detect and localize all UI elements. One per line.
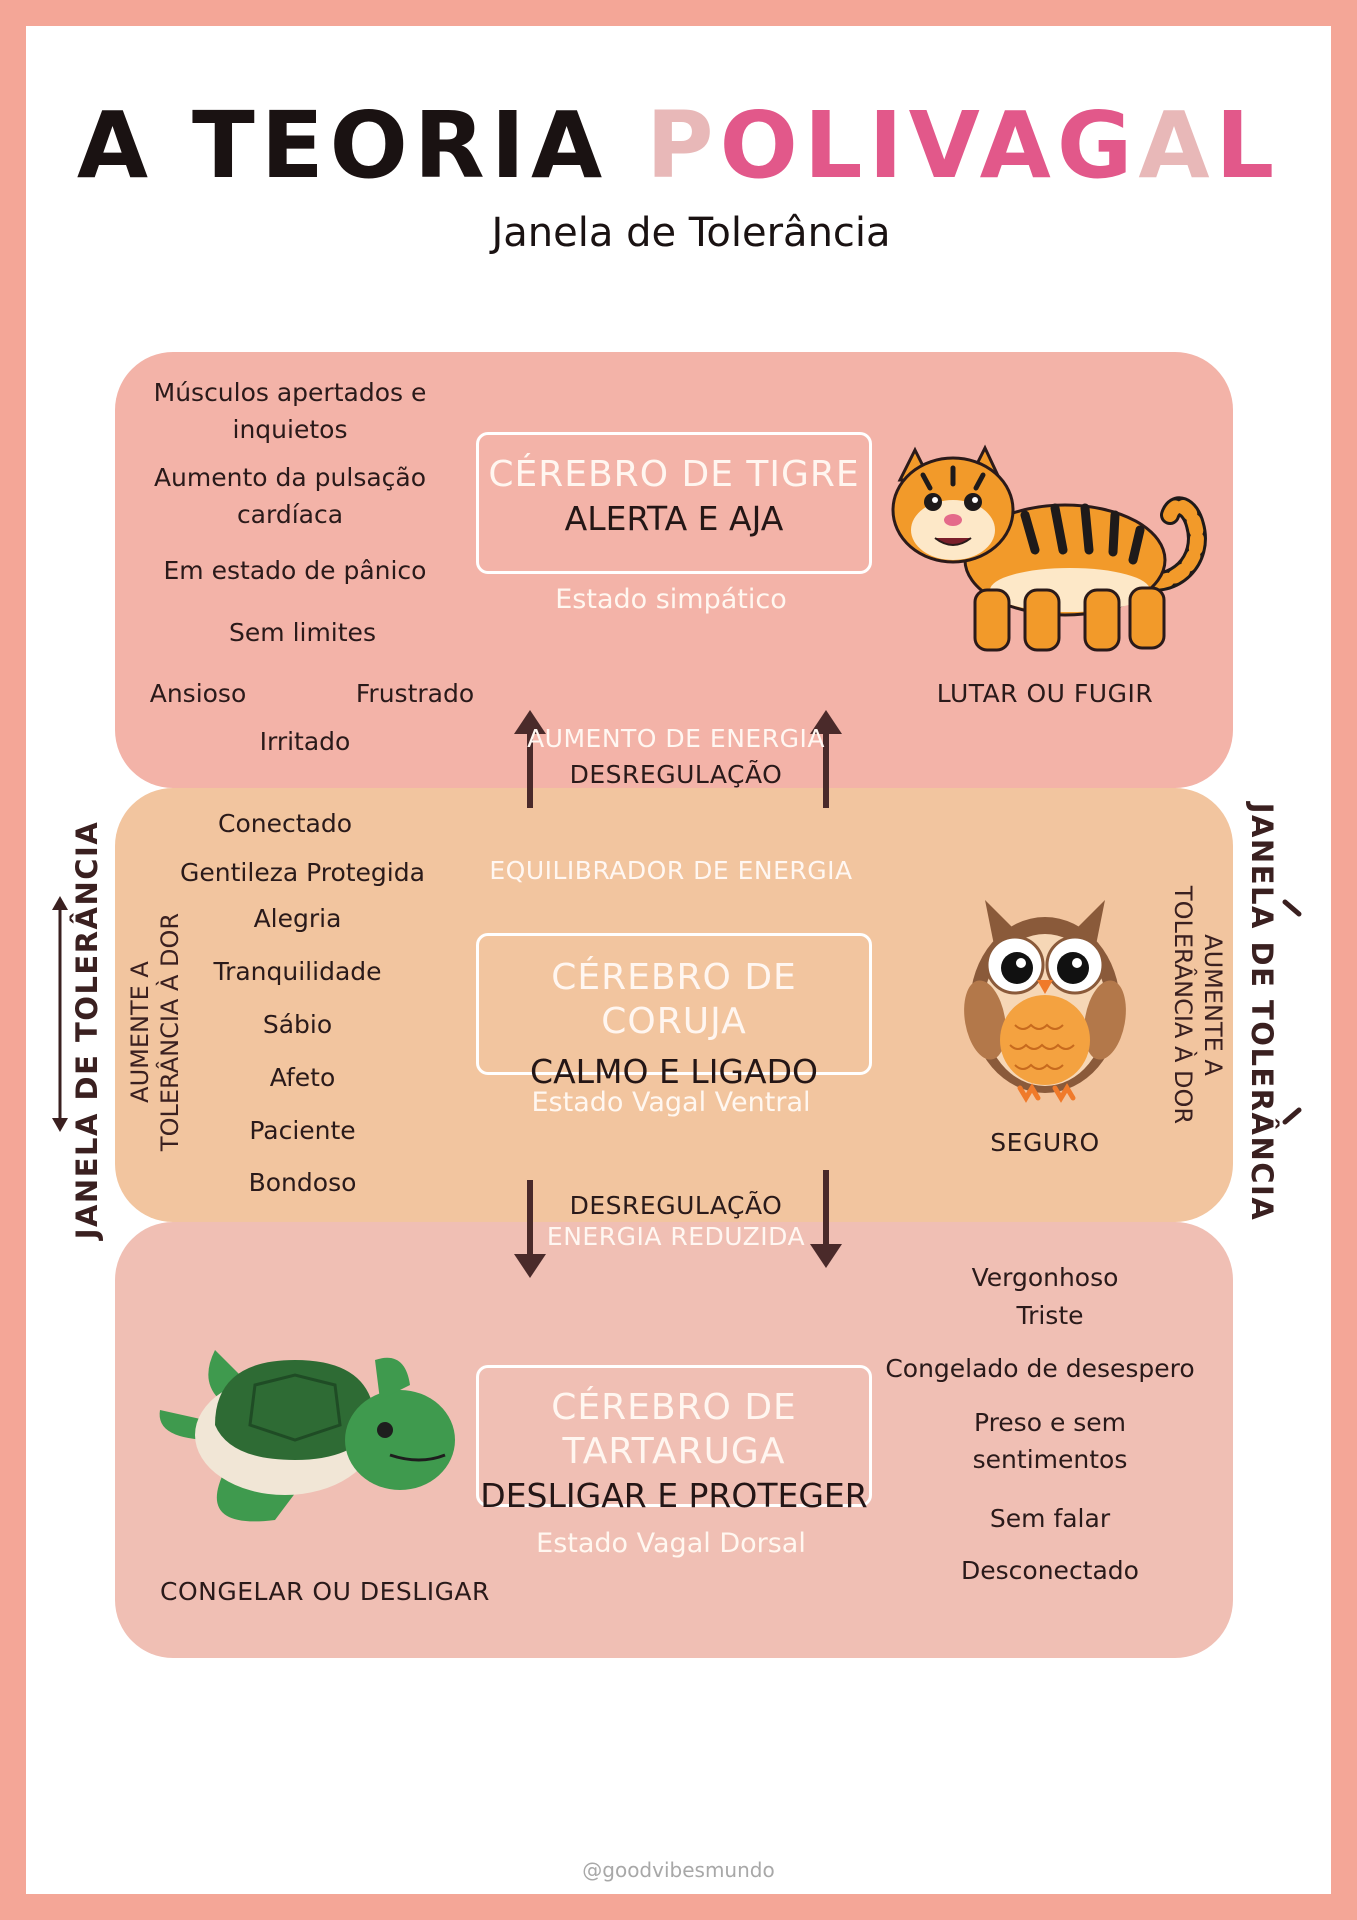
tiger-state: Estado simpático [555,584,787,615]
tiger-word-pulse: Aumento da pulsação cardíaca [153,463,427,529]
increase-tolerance-left-line1: AUMENTE A [126,961,154,1103]
arrow-up-icon-left [514,710,546,808]
increase-tolerance-right-line1: AUMENTE A [1199,934,1227,1076]
page-subtitle: Janela de Tolerância [491,210,891,256]
owl-word-kindness: Gentileza Protegida [180,858,425,887]
tiger-word-limits: Sem limites [229,618,376,647]
turtle-word-speechless: Sem falar [989,1504,1111,1533]
turtle-state: Estado Vagal Dorsal [536,1528,806,1559]
owl-brain-box: CÉREBRO DE CORUJA CALMO E LIGADO [476,933,872,1091]
owl-word-affection: Afeto [269,1063,336,1092]
owl-box-subtitle: CALMO E LIGADO [530,1052,818,1091]
tiger-box-title: CÉREBRO DE TIGRE [488,454,860,495]
tolerance-window-label-right: JANELA DE TOLERÂNCIA [1245,802,1279,1222]
title-part-3: OLIVAG [719,92,1139,199]
tiger-word-anxious: Ansioso [149,679,247,708]
title-part-2: P [646,92,720,199]
owl-word-joy: Alegria [253,904,342,933]
increase-tolerance-label-right: AUMENTE A TOLERÂNCIA À DOR [1168,886,1228,1124]
tolerance-arrow-left [52,896,68,1132]
turtle-word-stuck: Preso e sem sentimentos [972,1408,1128,1474]
title-part-1: A TEORIA [76,92,647,199]
owl-illustration [964,900,1126,1103]
owl-word-tranquility: Tranquilidade [213,957,382,986]
tiger-illustration [891,444,1207,652]
title-part-5: L [1215,92,1281,199]
turtle-illustration [159,1350,455,1522]
tiger-word-irritated: Irritado [259,727,351,756]
tiger-word-frustrated: Frustrado [355,679,475,708]
increase-tolerance-left-line2: TOLERÂNCIA À DOR [156,912,184,1152]
increase-tolerance-label-left: AUMENTE A TOLERÂNCIA À DOR [125,913,185,1151]
owl-box-title: CÉREBRO DE CORUJA [551,957,797,1042]
tiger-word-panic: Em estado de pânico [163,556,427,585]
turtle-box-title: CÉREBRO DE TARTARUGA [551,1387,797,1472]
tiger-word-muscles: Músculos apertados e inquietos [153,378,427,444]
tolerance-window-label-left: JANELA DE TOLERÂNCIA [70,820,104,1240]
tiger-box-subtitle: ALERTA E AJA [564,499,784,538]
turtle-word-ashamed: Vergonhoso [971,1263,1119,1292]
turtle-word-frozen: Congelado de desespero [885,1354,1195,1383]
tiger-action: LUTAR OU FUGIR [936,679,1154,708]
transition-down-line2: ENERGIA REDUZIDA [546,1222,806,1251]
footer-handle: @goodvibesmundo [582,1858,775,1882]
owl-action: SEGURO [990,1128,1100,1157]
turtle-brain-box: CÉREBRO DE TARTARUGA DESLIGAR E PROTEGER [476,1365,872,1515]
tiger-brain-box: CÉREBRO DE TIGRE ALERTA E AJA [476,432,872,574]
increase-tolerance-right-line2: TOLERÂNCIA À DOR [1169,885,1197,1125]
turtle-word-sad: Triste [1016,1301,1084,1330]
tolerance-arrow-right [1282,899,1302,1125]
arrow-down-icon-right [810,1170,842,1268]
turtle-box-subtitle: DESLIGAR E PROTEGER [480,1476,868,1515]
owl-word-patient: Paciente [249,1116,356,1145]
transition-up-line1: AUMENTO DE ENERGIA [527,724,825,753]
owl-word-connected: Conectado [217,809,352,838]
transition-down-line1: DESREGULAÇÃO [569,1191,783,1220]
turtle-action: CONGELAR OU DESLIGAR [160,1577,490,1606]
page-title: A TEORIA POLIVAGAL [0,100,1357,192]
title-part-4: A [1138,92,1216,199]
turtle-word-disconnected: Desconectado [961,1556,1139,1585]
arrow-down-icon-left [514,1180,546,1278]
arrow-up-icon-right [810,710,842,808]
owl-word-kind: Bondoso [248,1168,357,1197]
owl-state: Estado Vagal Ventral [531,1087,811,1118]
owl-word-wise: Sábio [262,1010,333,1039]
transition-up-line2: DESREGULAÇÃO [569,760,783,789]
owl-balancer: EQUILIBRADOR DE ENERGIA [489,856,853,885]
